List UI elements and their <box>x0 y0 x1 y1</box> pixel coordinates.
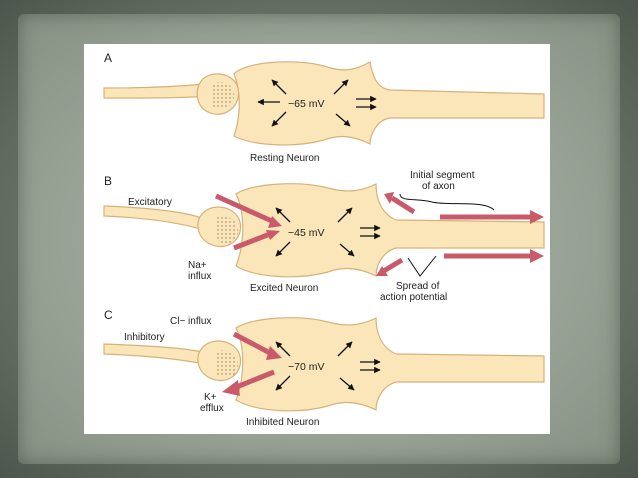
panel-a-arrow-downright <box>335 113 351 127</box>
panel-b-spread-label-line2: action potential <box>380 292 447 303</box>
panel-b-spread-arrowhead-forward-top <box>530 210 544 224</box>
panel-c-neuron-body <box>235 317 545 412</box>
panel-a: A −65 mV Resting Neuron <box>103 51 545 164</box>
panel-a-arrow-upleft <box>271 79 287 95</box>
panel-c-vesicles <box>216 350 239 378</box>
panel-b-letter: B <box>104 174 112 188</box>
panel-b-ion-label-line1: Na+ <box>188 260 207 271</box>
panel-c-cl-label: Cl− influx <box>170 316 211 327</box>
panel-b-ion-label-line2: influx <box>188 271 211 282</box>
panel-c-arrow-downright <box>339 377 355 391</box>
panel-c-letter: C <box>104 308 113 322</box>
panel-c-presynaptic-axon <box>103 343 205 365</box>
panel-b-spread-pointer <box>407 255 437 277</box>
panel-b-segment-label-line1: Initial segment <box>410 170 475 181</box>
panel-c-k-label-line2: efflux <box>200 403 224 414</box>
panel-c-arrow-upright <box>337 341 353 357</box>
panel-b-na-arrowhead-lower <box>266 230 280 240</box>
panel-b-spread-arrowhead-forward-bottom <box>530 249 544 263</box>
panel-c-input-label: Inhibitory <box>124 332 165 343</box>
panel-b-caption: Excited Neuron <box>250 283 318 294</box>
panel-c-k-arrowhead <box>222 380 240 396</box>
panel-c-caption: Inhibited Neuron <box>246 417 319 428</box>
neuron-diagram: A −65 mV Resting Neuron B Excitatory −45… <box>103 51 545 428</box>
panel-b-arrow-upright <box>337 207 353 223</box>
panel-b-na-arrowhead-upper <box>268 216 282 228</box>
panel-c-k-arrow <box>233 369 275 391</box>
panel-b-arrow-downleft <box>275 241 291 257</box>
panel-a-caption: Resting Neuron <box>250 153 319 164</box>
panel-b-membrane-potential: −45 mV <box>288 227 324 239</box>
panel-c-arrow-downleft <box>275 375 291 391</box>
panel-b-arrow-downright <box>339 243 355 257</box>
panel-b-arrow-upleft <box>275 207 291 223</box>
panel-c-cl-arrowhead <box>266 346 282 360</box>
panel-b-presynaptic-axon <box>103 205 205 231</box>
panel-b-segment-label-line2: of axon <box>422 181 455 192</box>
panel-b-spread-label-line1: Spread of <box>396 281 440 292</box>
panel-a-vesicles <box>212 81 235 109</box>
panel-b-segment-brace <box>399 193 495 211</box>
panel-c-k-label-line1: K+ <box>204 392 217 403</box>
panel-b-spread-arrow-back <box>390 195 416 215</box>
panel-a-arrow-upright <box>333 79 349 95</box>
panel-b-neuron-body <box>235 183 545 278</box>
panel-b-spread-arrowhead-back <box>384 192 394 204</box>
panel-b-spread-arrow-back-lower <box>380 257 404 275</box>
panel-a-presynaptic-axon <box>103 83 209 99</box>
panel-c-arrow-upleft <box>275 341 291 357</box>
panel-c: C Inhibitory Cl− influx −70 mV K+ efflux… <box>103 308 545 428</box>
panel-c-membrane-potential: −70 mV <box>288 361 324 373</box>
panel-b: B Excitatory −45 mV Na+ influx Initial s… <box>103 170 545 303</box>
panel-a-letter: A <box>104 51 112 65</box>
panel-b-input-label: Excitatory <box>128 197 172 208</box>
panel-b-spread-arrowhead-back-lower <box>376 266 388 276</box>
panel-b-na-arrow-lower <box>233 231 271 251</box>
panel-a-arrow-downleft <box>271 111 287 127</box>
panel-b-vesicles <box>216 216 239 244</box>
panel-a-neuron-body <box>233 61 545 146</box>
panel-a-membrane-potential: −65 mV <box>288 98 324 110</box>
panel-c-cl-arrow <box>232 331 274 357</box>
neuron-diagram-slide: A −65 mV Resting Neuron B Excitatory −45… <box>84 44 550 434</box>
panel-b-na-arrow-upper <box>214 193 276 225</box>
